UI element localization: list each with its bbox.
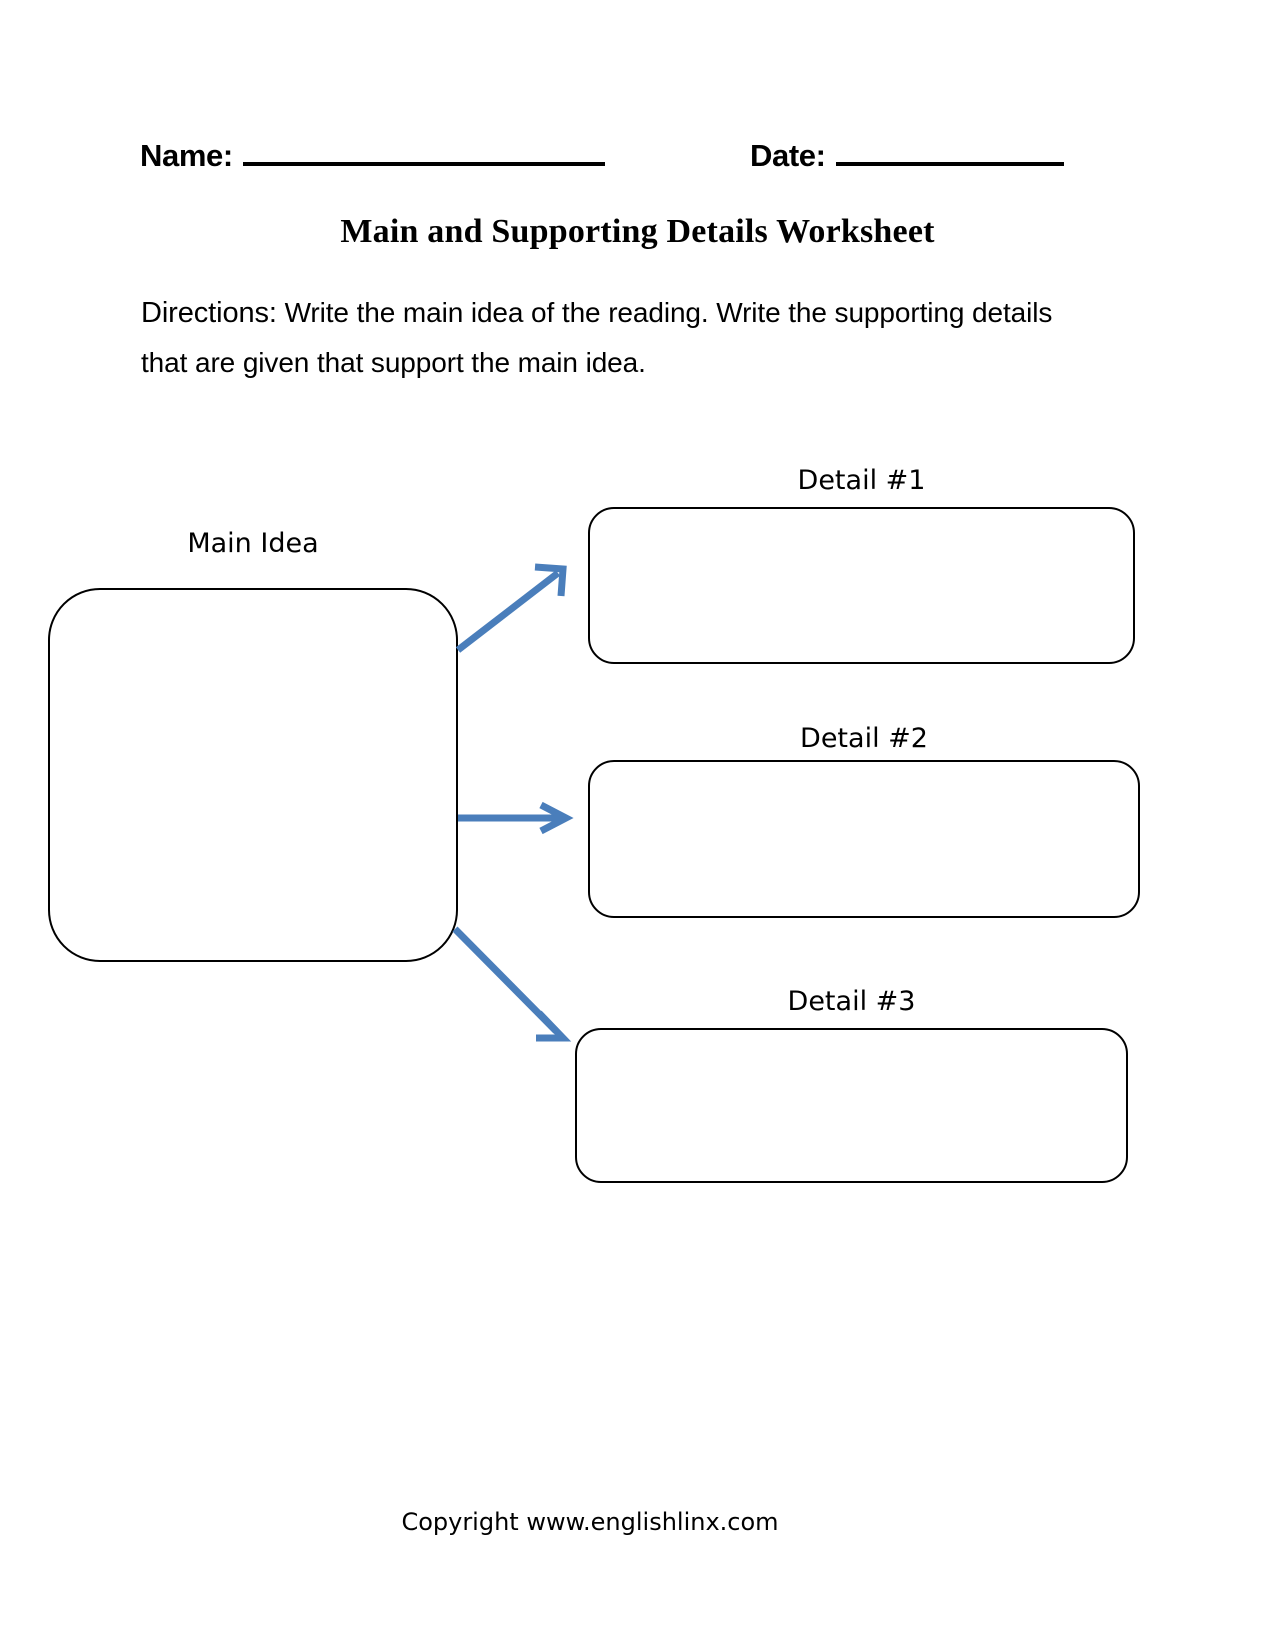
date-field[interactable]: Date: xyxy=(750,136,1064,174)
name-field[interactable]: Name: xyxy=(140,136,605,174)
arrow-to-detail-1 xyxy=(455,563,567,653)
arrow-to-detail-3 xyxy=(452,926,572,1042)
detail-2-box[interactable] xyxy=(588,760,1140,918)
directions-text: Directions: Write the main idea of the r… xyxy=(141,288,1066,387)
detail-3-box[interactable] xyxy=(575,1028,1128,1183)
header-row: Name: Date: xyxy=(140,136,1140,190)
copyright-notice: Copyright www.englishlinx.com xyxy=(401,1508,779,1536)
page-title: Main and Supporting Details Worksheet xyxy=(340,213,935,250)
main-idea-box[interactable] xyxy=(48,588,458,962)
detail-3-label: Detail #3 xyxy=(787,986,916,1017)
date-write-line[interactable] xyxy=(835,136,1064,166)
name-label: Name: xyxy=(140,138,233,173)
detail-1-label: Detail #1 xyxy=(797,465,926,496)
main-idea-label: Main Idea xyxy=(187,528,319,559)
directions-body: Write the main idea of the reading. Writ… xyxy=(141,297,1053,378)
name-write-line[interactable] xyxy=(242,136,605,166)
detail-1-box[interactable] xyxy=(588,507,1135,664)
directions-lead: Directions: xyxy=(141,297,277,329)
arrow-to-detail-2 xyxy=(458,801,574,835)
detail-2-label: Detail #2 xyxy=(800,723,928,754)
date-label: Date: xyxy=(750,138,826,173)
